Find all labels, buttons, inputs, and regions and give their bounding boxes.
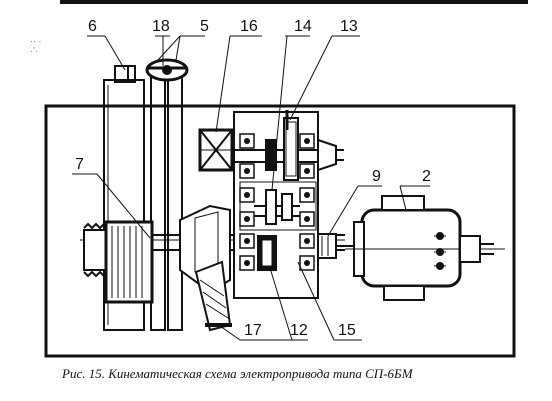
gear-12 bbox=[257, 235, 277, 271]
upper-shaft bbox=[232, 110, 318, 181]
scan-specks: ·· ··ʼ· bbox=[30, 36, 42, 56]
label-2: 2 bbox=[422, 168, 431, 185]
label-13: 13 bbox=[340, 18, 358, 35]
drum bbox=[104, 220, 154, 304]
leader-lines bbox=[72, 35, 430, 341]
belt-loop-18 bbox=[145, 58, 189, 331]
electromagnet-16 bbox=[198, 128, 234, 172]
top-rule bbox=[60, 0, 528, 4]
label-15: 15 bbox=[338, 322, 356, 339]
bearing-cap bbox=[317, 138, 344, 172]
label-5: 5 bbox=[200, 18, 209, 35]
bearing-balls bbox=[244, 138, 310, 266]
label-6: 6 bbox=[88, 18, 97, 35]
label-17: 17 bbox=[244, 322, 262, 339]
label-12: 12 bbox=[290, 322, 308, 339]
figure-caption: Рис. 15. Кинематическая схема электропри… bbox=[62, 366, 413, 381]
hand-wheel bbox=[83, 222, 107, 278]
label-18: 18 bbox=[152, 18, 170, 35]
electric-motor-2 bbox=[345, 195, 505, 301]
label-9: 9 bbox=[372, 168, 381, 185]
label-7: 7 bbox=[75, 156, 84, 173]
label-16: 16 bbox=[240, 18, 258, 35]
clutch-9 bbox=[317, 233, 354, 259]
label-14: 14 bbox=[294, 18, 312, 35]
